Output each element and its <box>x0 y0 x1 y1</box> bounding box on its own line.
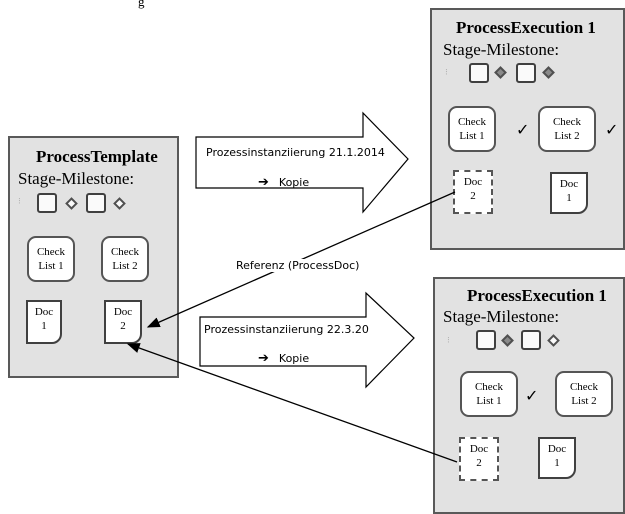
stage-box <box>37 193 57 213</box>
template-stage-label: Stage-Milestone: <box>18 169 135 188</box>
template-checklist-2: Check List 2 <box>101 236 149 282</box>
top-caption: g <box>138 0 145 9</box>
stage-box <box>516 63 536 83</box>
arrow2-kopie: ➔ Kopie <box>258 351 309 366</box>
execution-2-doc-1: Doc 1 <box>538 437 576 479</box>
kopie-arrow-icon: ➔ <box>258 351 269 366</box>
arrow1-kopie: ➔ Kopie <box>258 175 309 190</box>
execution-2-stage-label: Stage-Milestone: <box>443 307 560 326</box>
kopie-arrow-icon: ➔ <box>258 175 269 190</box>
execution-1-doc-reference: Doc 2 <box>453 170 493 214</box>
check-mark-icon: ✓ <box>516 120 530 139</box>
execution-1-doc-1: Doc 1 <box>550 172 588 214</box>
execution-1-title: ProcessExecution 1 <box>456 18 596 37</box>
arrow2-label: Prozessinstanziierung 22.3.20 <box>204 323 369 336</box>
template-doc-2: Doc 2 <box>104 300 142 344</box>
kopie-label: Kopie <box>278 176 310 189</box>
execution-2-checklist-2: Check List 2 <box>555 371 613 417</box>
execution-1-checklist-1: Check List 1 <box>448 106 496 152</box>
stage-box <box>521 330 541 350</box>
reference-label: Referenz (ProcessDoc) <box>234 259 362 272</box>
dot-mark: ⁝ <box>447 336 450 346</box>
dot-mark: ⁝ <box>445 68 448 78</box>
stage-box <box>86 193 106 213</box>
template-checklist-1: Check List 1 <box>27 236 75 282</box>
execution-2-checklist-1: Check List 1 <box>460 371 518 417</box>
arrow1-label: Prozessinstanziierung 21.1.2014 <box>206 146 385 159</box>
process-template-title: ProcessTemplate <box>36 147 158 166</box>
check-mark-icon: ✓ <box>525 386 539 405</box>
kopie-label: Kopie <box>278 352 310 365</box>
dot-mark: ⁝ <box>18 197 21 207</box>
execution-1-checklist-2: Check List 2 <box>538 106 596 152</box>
stage-box <box>476 330 496 350</box>
execution-1-stage-label: Stage-Milestone: <box>443 40 560 59</box>
execution-2-doc-reference: Doc 2 <box>459 437 499 481</box>
stage-box <box>469 63 489 83</box>
check-mark-icon: ✓ <box>605 120 619 139</box>
template-doc-1: Doc 1 <box>26 300 62 344</box>
execution-2-title: ProcessExecution 1 <box>467 286 607 305</box>
